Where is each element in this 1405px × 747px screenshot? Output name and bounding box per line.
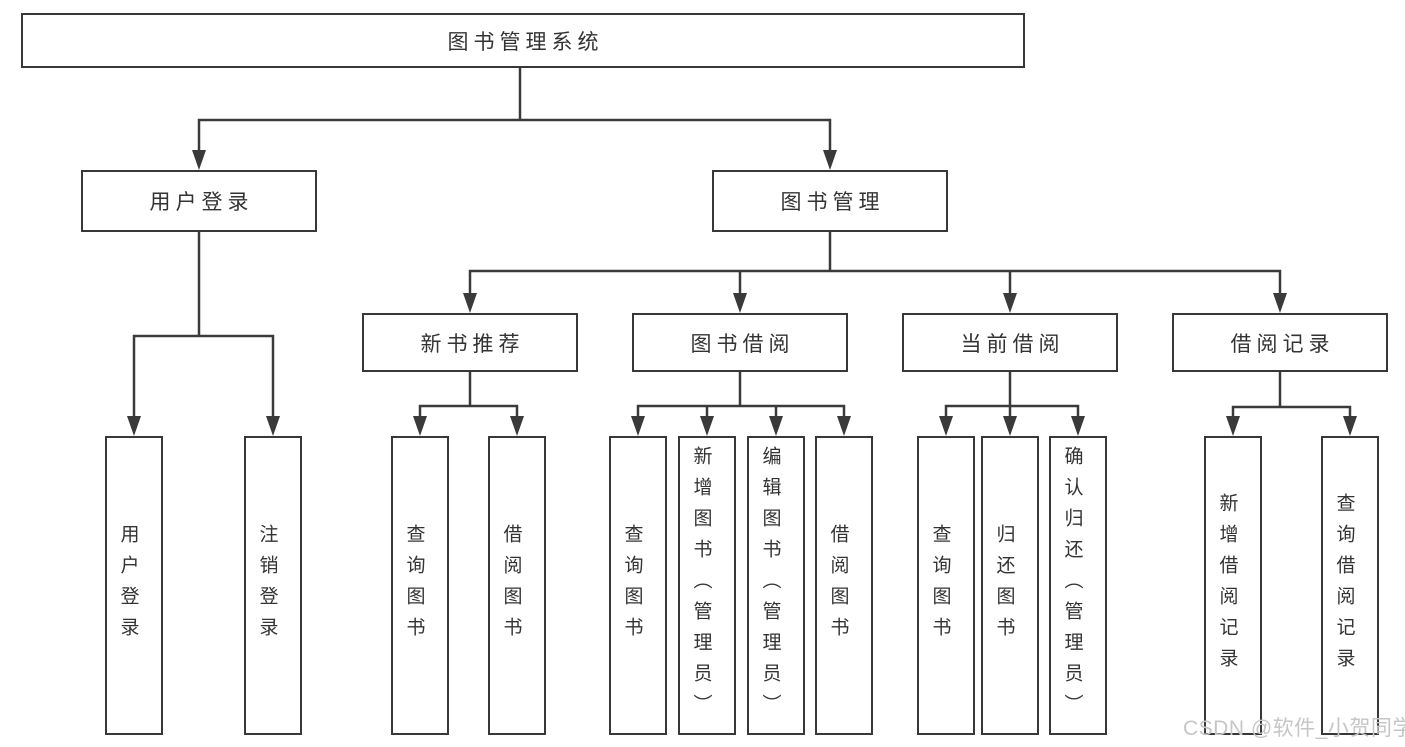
node-user-login: 用户登录 [81,170,317,232]
connector-new-book-rec [418,372,519,419]
node-leaf-logout: 注销登录 [244,436,302,735]
node-leaf-query-record: 查询借阅记录 [1321,436,1379,735]
node-leaf-edit-book: 编辑图书（管理员） [747,436,805,735]
csdn-watermark: CSDN @软件_小贺同学 [1183,717,1405,740]
node-root: 图书管理系统 [21,13,1025,68]
arrowheads [127,150,1357,436]
connector-borrow-record [1231,372,1352,419]
connector-user-login [132,232,275,418]
connector-current-borrow [944,372,1080,419]
node-book-borrow: 图书借阅 [632,313,848,372]
node-leaf-borrow-book-a: 借阅图书 [488,436,546,735]
node-leaf-query-book-a: 查询图书 [391,436,449,735]
node-leaf-add-book: 新增图书（管理员） [678,436,736,735]
node-leaf-confirm-return: 确认归还（管理员） [1049,436,1107,735]
node-leaf-return-book: 归还图书 [981,436,1039,735]
connector-root [197,68,832,153]
node-leaf-borrow-book-b: 借阅图书 [815,436,873,735]
node-book-mgmt: 图书管理 [712,170,948,232]
connector-book-borrow [636,372,846,419]
node-current-borrow: 当前借阅 [902,313,1118,372]
node-leaf-query-book-c: 查询图书 [917,436,975,735]
node-leaf-user-login: 用户登录 [105,436,163,735]
node-new-book-rec: 新书推荐 [362,313,578,372]
node-borrow-record: 借阅记录 [1172,313,1388,372]
node-leaf-query-book-b: 查询图书 [609,436,667,735]
node-leaf-add-record: 新增借阅记录 [1204,436,1262,735]
connector-book-mgmt [468,232,1282,296]
